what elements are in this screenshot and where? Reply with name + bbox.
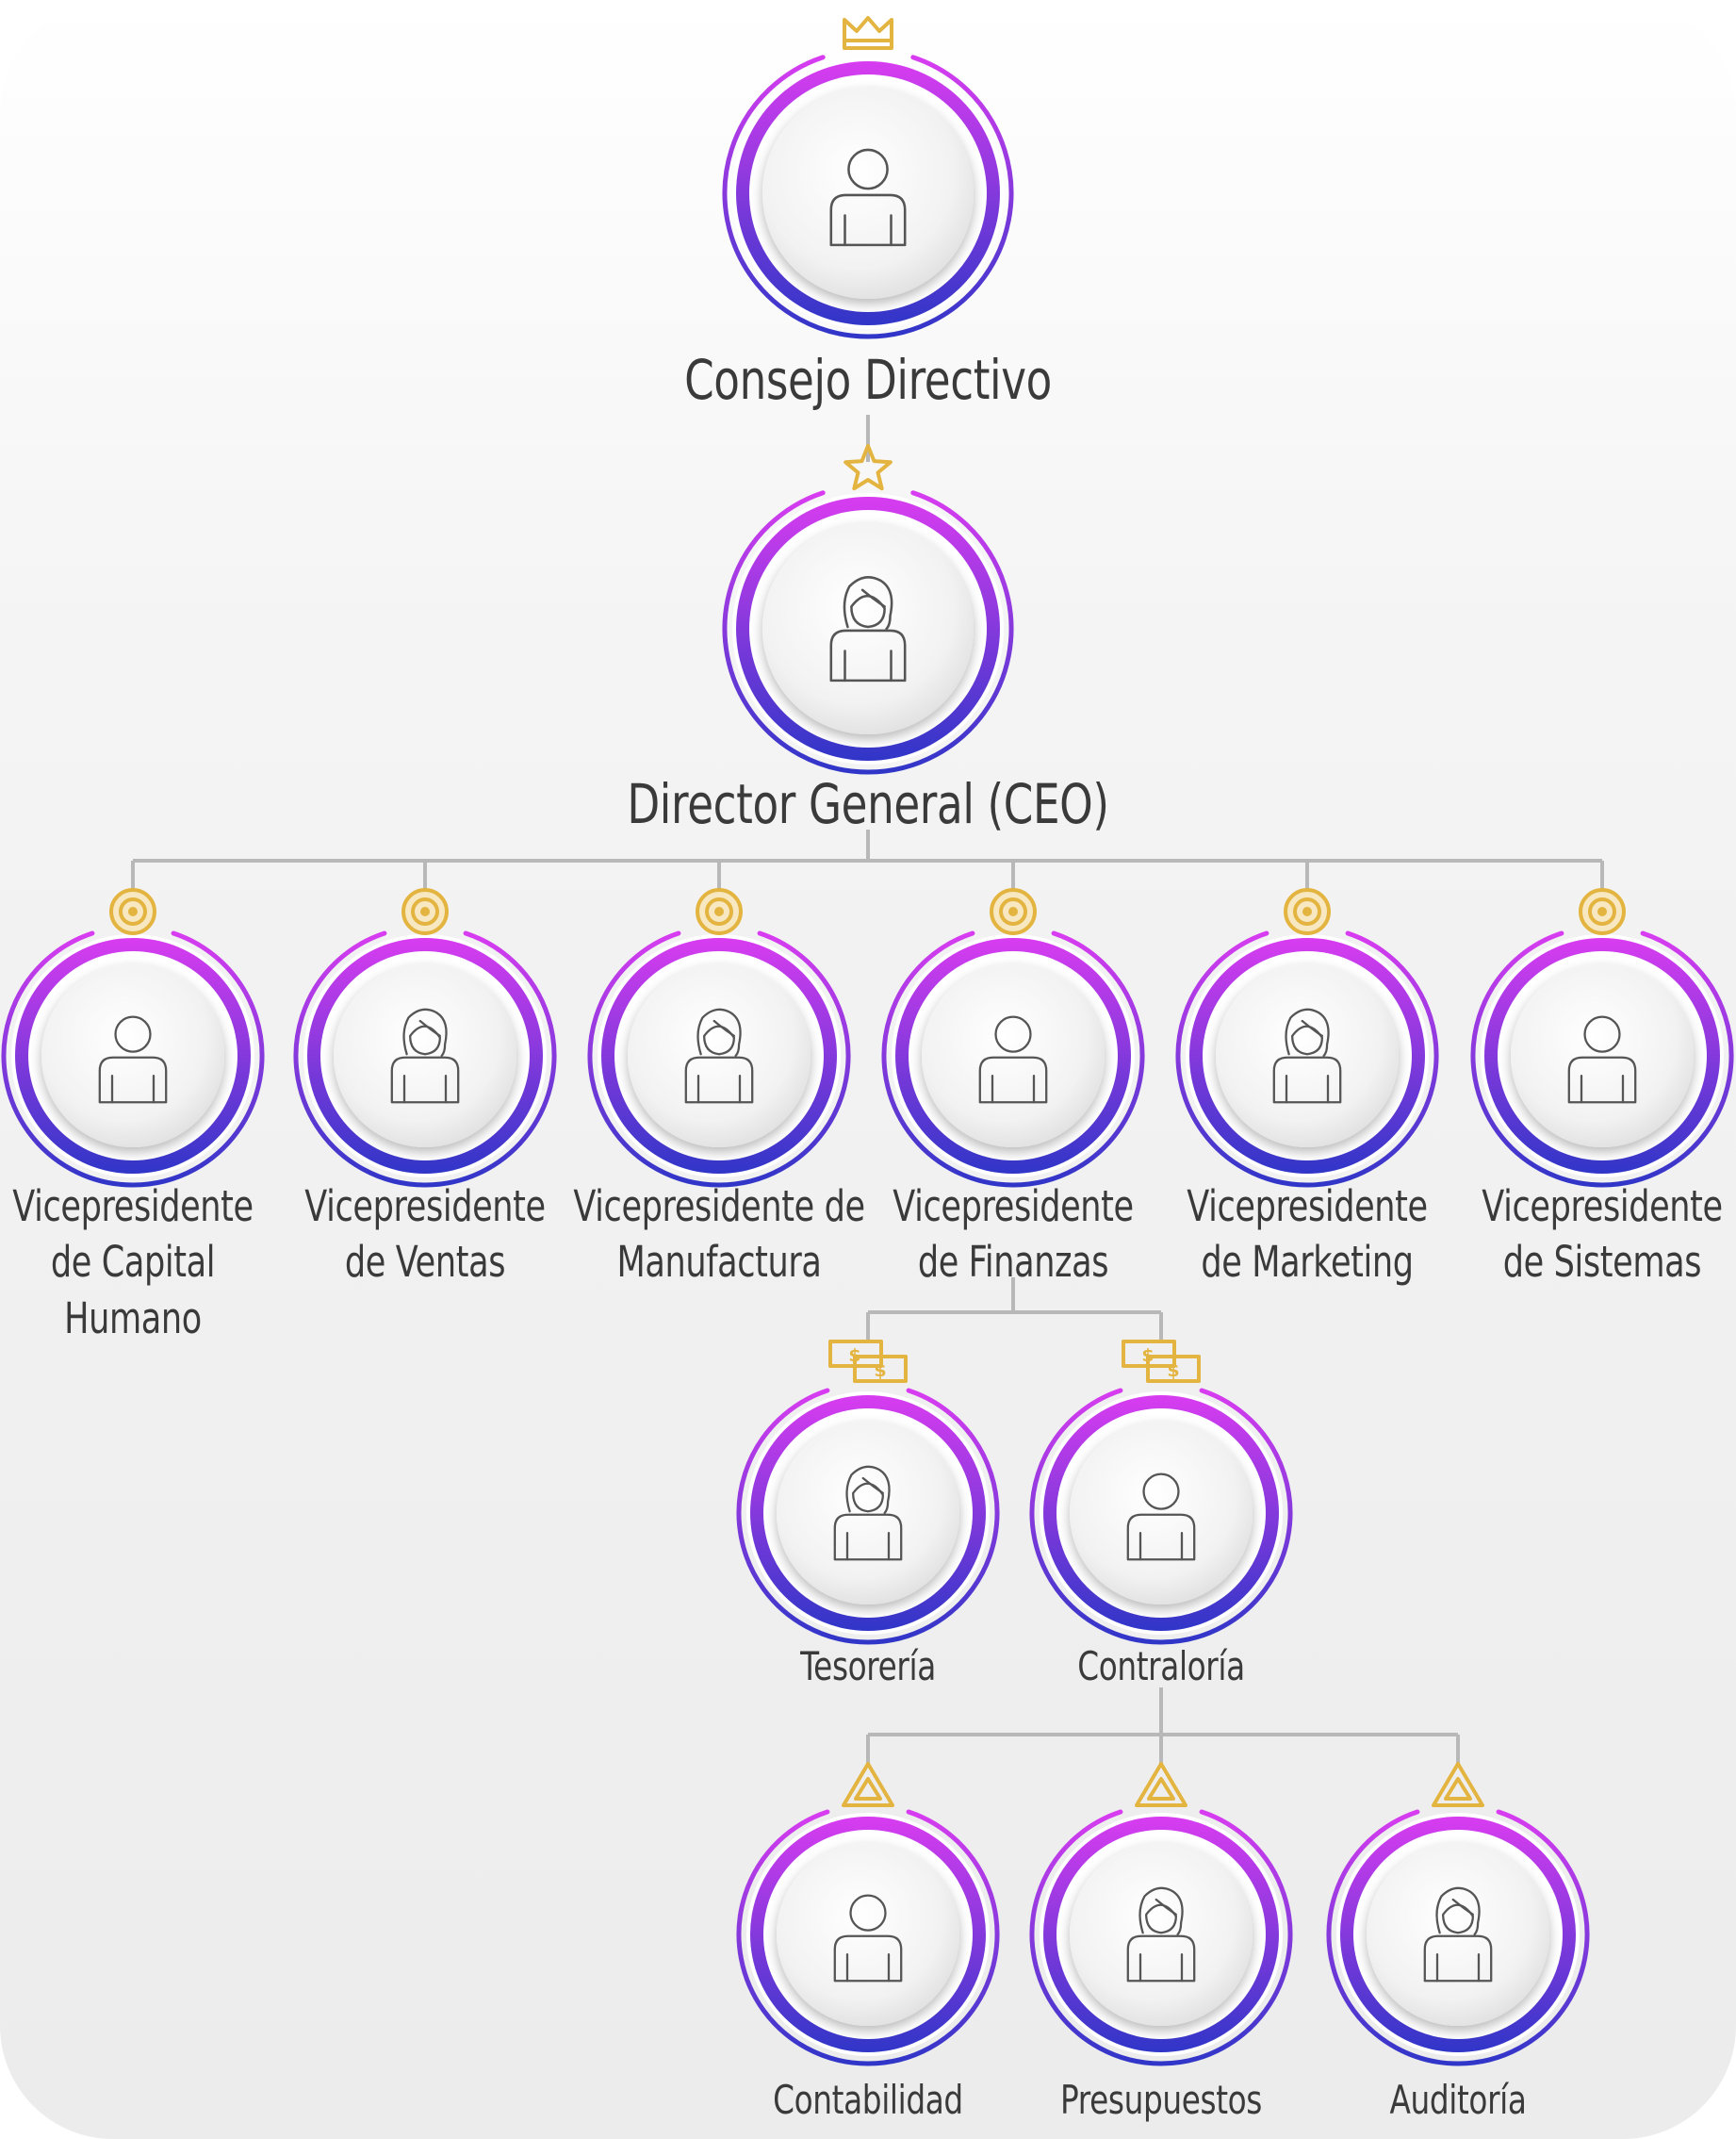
avatar-plate <box>41 964 224 1147</box>
svg-text:$: $ <box>874 1360 886 1381</box>
connector-ceo <box>131 830 1604 891</box>
node-vp-manufactura <box>587 888 851 1188</box>
star-icon <box>843 444 893 491</box>
svg-text:$: $ <box>848 1345 860 1366</box>
node-label-vp-marketing: Vicepresidente de Marketing <box>1187 1181 1428 1288</box>
node-label-presupuestos: Presupuestos <box>1060 2077 1262 2123</box>
avatar-plate <box>762 523 974 734</box>
node-vp-capital <box>1 888 265 1188</box>
outer-ring <box>1326 1809 1590 2066</box>
female-person-icon <box>390 1008 460 1104</box>
male-person-icon <box>1567 1015 1637 1104</box>
node-label-consejo: Consejo Directivo <box>684 348 1052 412</box>
node-ceo <box>722 444 1014 775</box>
target-icon <box>696 888 743 935</box>
outer-ring <box>736 1809 1000 2066</box>
node-label-tesoreria: Tesorería <box>800 1643 936 1689</box>
female-person-icon <box>1272 1008 1342 1104</box>
outer-ring <box>1175 930 1439 1188</box>
node-presupuestos <box>1029 1762 1293 2066</box>
node-vp-sistemas <box>1470 888 1734 1188</box>
male-person-icon <box>98 1015 168 1104</box>
node-vp-ventas <box>293 888 557 1188</box>
crown-icon <box>843 16 893 50</box>
target-icon <box>1284 888 1331 935</box>
outer-ring <box>722 55 1014 339</box>
triangle-icon <box>842 1762 894 1807</box>
node-contabilidad <box>736 1762 1000 2066</box>
node-tesoreria: $$ <box>736 1340 1000 1645</box>
avatar-plate <box>628 964 811 1147</box>
male-person-icon <box>829 148 907 247</box>
node-vp-finanzas <box>881 888 1145 1188</box>
node-vp-marketing <box>1175 888 1439 1188</box>
outer-ring <box>587 930 851 1188</box>
triangle-icon <box>1432 1762 1484 1807</box>
node-label-auditoria: Auditoría <box>1389 2077 1527 2123</box>
avatar-plate <box>777 1422 959 1604</box>
male-person-icon <box>833 1894 903 1983</box>
node-label-vp-ventas: Vicepresidente de Ventas <box>304 1181 546 1288</box>
svg-text:$: $ <box>1141 1345 1154 1366</box>
node-label-ceo: Director General (CEO) <box>627 772 1109 836</box>
avatar-plate <box>1070 1843 1253 2026</box>
target-icon <box>401 888 449 935</box>
node-contraloria: $$ <box>1029 1340 1293 1645</box>
outer-ring <box>1470 930 1734 1188</box>
outer-ring <box>293 930 557 1188</box>
avatar-plate <box>334 964 516 1147</box>
male-person-icon <box>1126 1473 1196 1561</box>
triangle-icon <box>1135 1762 1187 1807</box>
outer-ring <box>1029 1388 1293 1645</box>
node-auditoria <box>1326 1762 1590 2066</box>
node-label-vp-finanzas: Vicepresidente de Finanzas <box>893 1181 1134 1288</box>
node-label-vp-capital: Vicepresidente de Capital Humano <box>12 1181 254 1343</box>
female-person-icon <box>1423 1886 1493 1983</box>
avatar-plate <box>1070 1422 1253 1604</box>
node-label-contabilidad: Contabilidad <box>773 2077 963 2123</box>
money-icon: $$ <box>828 1340 908 1383</box>
avatar-plate <box>1511 964 1694 1147</box>
avatar-plate <box>1367 1843 1549 2026</box>
node-consejo <box>722 16 1014 339</box>
target-icon <box>990 888 1037 935</box>
outer-ring <box>881 930 1145 1188</box>
outer-ring <box>1 930 265 1188</box>
outer-ring <box>1029 1809 1293 2066</box>
node-label-contraloria: Contraloría <box>1077 1643 1245 1689</box>
node-label-vp-manufactura: Vicepresidente de Manufactura <box>573 1181 865 1288</box>
female-person-icon <box>833 1465 903 1561</box>
female-person-icon <box>1126 1886 1196 1983</box>
svg-text:$: $ <box>1167 1360 1179 1381</box>
outer-ring <box>722 490 1014 775</box>
avatar-plate <box>777 1843 959 2026</box>
female-person-icon <box>829 576 907 683</box>
male-person-icon <box>978 1015 1048 1104</box>
avatar-plate <box>922 964 1105 1147</box>
connector-vp-finanzas <box>866 1277 1163 1341</box>
avatar-plate <box>762 88 974 299</box>
money-icon: $$ <box>1122 1340 1201 1383</box>
target-icon <box>1579 888 1626 935</box>
connector-contraloria <box>866 1687 1460 1766</box>
avatar-plate <box>1216 964 1399 1147</box>
node-label-vp-sistemas: Vicepresidente de Sistemas <box>1482 1181 1723 1288</box>
female-person-icon <box>684 1008 754 1104</box>
target-icon <box>109 888 156 935</box>
outer-ring <box>736 1388 1000 1645</box>
